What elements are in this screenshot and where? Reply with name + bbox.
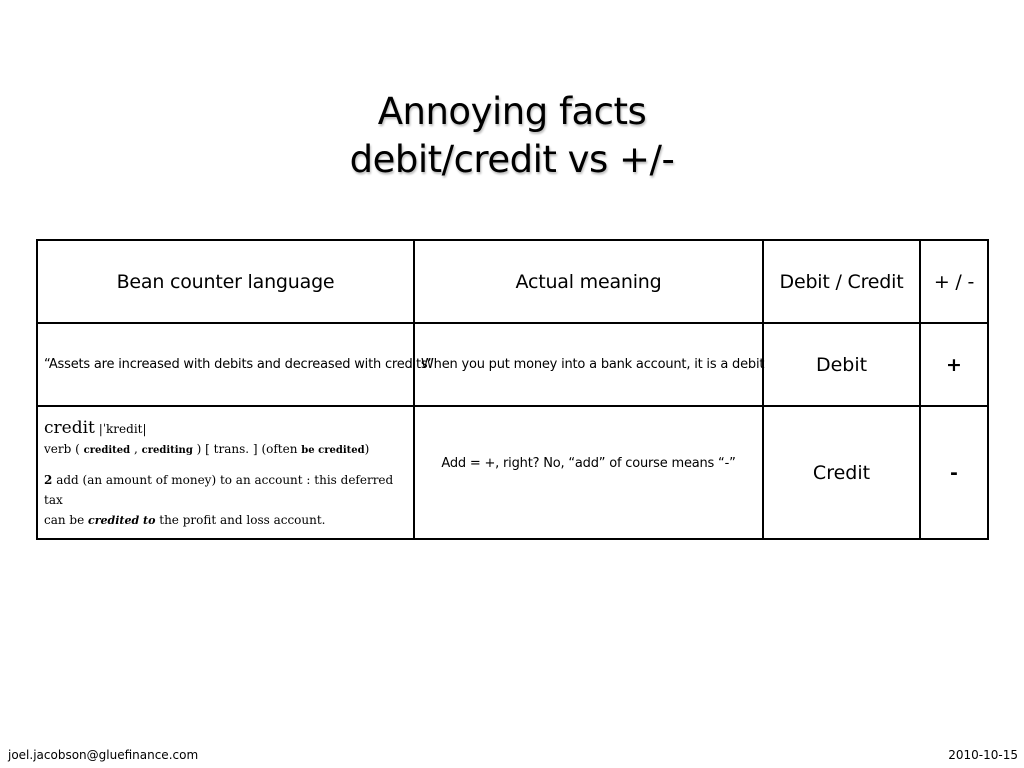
dictionary-often-form: be credited <box>301 445 365 456</box>
sign-cell: - <box>919 405 989 540</box>
footer-date: 2010-10-15 <box>948 748 1018 762</box>
dictionary-headword-line: credit |ˈkredit| <box>44 418 407 439</box>
dictionary-example-prefix: can be <box>44 513 85 527</box>
dictionary-example-line: can be credited to the profit and loss a… <box>44 510 407 531</box>
title-line-2: debit/credit vs +/- <box>349 138 675 181</box>
actual-meaning-cell: When you put money into a bank account, … <box>413 322 764 407</box>
table-row: “Assets are increased with debits and de… <box>36 322 989 407</box>
dictionary-entry: credit |ˈkredit| verb ( credited , credi… <box>36 405 415 540</box>
dictionary-form-1: credited <box>83 445 131 456</box>
title-line-1: Annoying facts <box>377 90 647 133</box>
dictionary-definition: add (an amount of money) to an account :… <box>44 473 394 507</box>
table-row: credit |ˈkredit| verb ( credited , credi… <box>36 405 989 540</box>
dictionary-form-2: crediting <box>141 445 193 456</box>
header-debit-credit: Debit / Credit <box>762 239 921 324</box>
header-actual-meaning: Actual meaning <box>413 239 764 324</box>
dictionary-sense-number: 2 <box>44 473 53 487</box>
dictionary-trans: trans. <box>213 442 250 456</box>
actual-meaning-cell: Add = +, right? No, “add” of course mean… <box>413 405 764 540</box>
dictionary-headword: credit <box>44 418 95 438</box>
footer-email: joel.jacobson@gluefinance.com <box>8 748 199 762</box>
facts-table: Bean counter language Actual meaning Deb… <box>36 239 989 540</box>
debit-credit-cell: Debit <box>762 322 921 407</box>
header-plus-minus: + / - <box>919 239 989 324</box>
dictionary-example-emphasis: credited to <box>88 514 156 527</box>
dictionary-grammar-line: verb ( credited , crediting ) [ trans. ]… <box>44 442 370 456</box>
sign-cell: + <box>919 322 989 407</box>
dictionary-often: (often <box>261 442 298 456</box>
dictionary-definition-line: 2 add (an amount of money) to an account… <box>44 470 407 510</box>
slide-title: Annoying facts debit/credit vs +/- <box>0 88 1024 184</box>
bean-counter-quote: “Assets are increased with debits and de… <box>36 322 434 407</box>
table-header-row: Bean counter language Actual meaning Deb… <box>36 239 989 324</box>
dictionary-pos: verb <box>44 442 72 456</box>
debit-credit-cell: Credit <box>762 405 921 540</box>
header-bean-counter-language: Bean counter language <box>36 239 415 324</box>
dictionary-example-suffix: the profit and loss account. <box>159 513 326 527</box>
dictionary-pronunciation: |ˈkredit| <box>98 422 147 436</box>
